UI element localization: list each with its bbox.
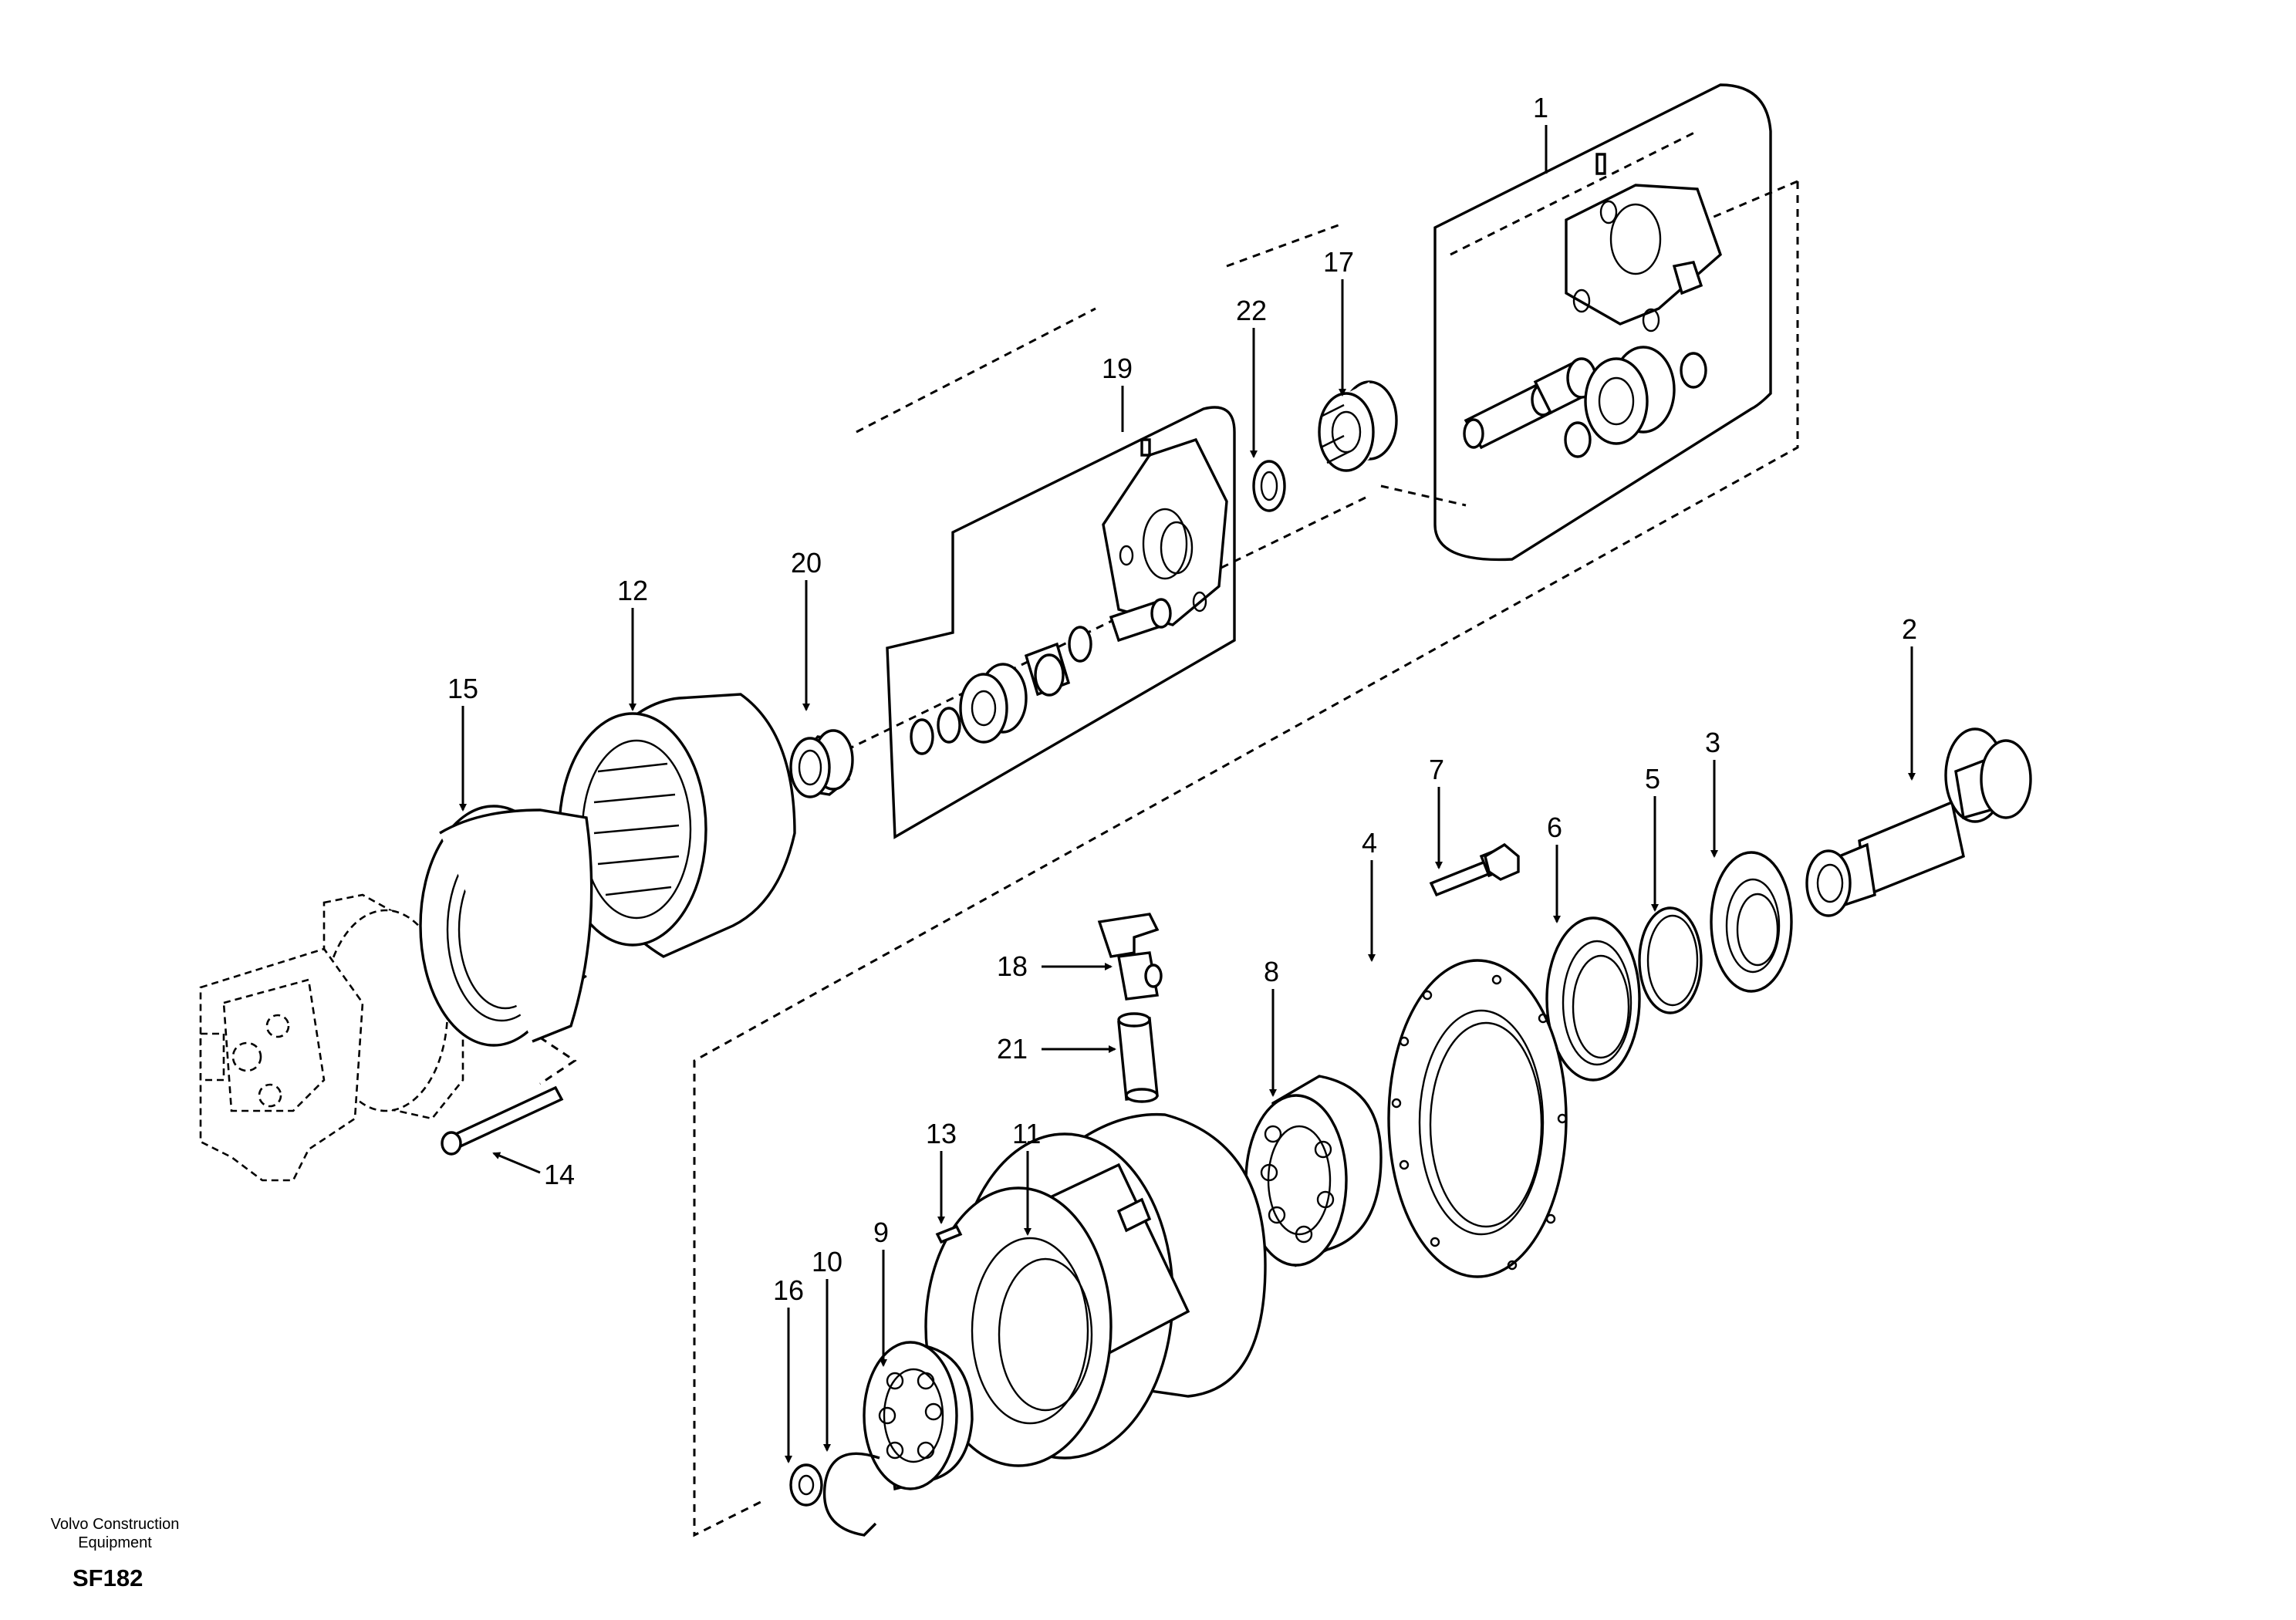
callout-19: 19 xyxy=(1102,353,1133,384)
part-2-output-shaft xyxy=(1805,727,2032,917)
callout-14: 14 xyxy=(544,1159,575,1190)
callouts: 1 17 22 19 20 12 15 2 3 5 6 7 4 8 18 21 xyxy=(447,92,1917,1463)
part-1-planetary-carrier-assembly xyxy=(1433,83,1772,562)
callout-4: 4 xyxy=(1362,827,1377,859)
part-10-snap-ring xyxy=(822,1452,880,1537)
callout-5: 5 xyxy=(1645,763,1660,795)
callout-1: 1 xyxy=(1533,92,1548,123)
part-20-sun-gear xyxy=(789,729,854,798)
callout-12: 12 xyxy=(617,575,648,606)
part-14-bolt xyxy=(441,1085,564,1156)
part-6-seal-ring xyxy=(1545,916,1641,1082)
part-19-planetary-carrier-assembly xyxy=(886,406,1236,839)
part-9-ball-bearing xyxy=(863,1341,974,1491)
part-15-flange xyxy=(419,805,593,1047)
callout-20: 20 xyxy=(791,547,822,579)
part-17-planet-gear xyxy=(1318,380,1398,472)
part-3-oil-seal xyxy=(1710,851,1793,993)
callout-15: 15 xyxy=(447,673,478,704)
brand-caption: Volvo Construction Equipment xyxy=(26,1515,204,1552)
part-16-washer xyxy=(789,1463,823,1507)
callout-7: 7 xyxy=(1429,754,1444,785)
callout-3: 3 xyxy=(1705,727,1720,758)
part-13-pin xyxy=(935,1224,963,1244)
callout-8: 8 xyxy=(1264,956,1279,987)
part-4-flange-ring xyxy=(1387,959,1568,1278)
callout-17: 17 xyxy=(1323,246,1354,278)
brand-line-1: Volvo Construction xyxy=(50,1516,180,1533)
part-12-ring-gear xyxy=(558,693,796,958)
callout-10: 10 xyxy=(812,1246,842,1277)
brand-line-2: Equipment xyxy=(78,1534,152,1551)
part-21-adapter-fitting xyxy=(1117,1012,1159,1103)
callout-2: 2 xyxy=(1902,613,1917,645)
callout-18: 18 xyxy=(997,950,1028,982)
part-18-valve xyxy=(1097,913,1163,1001)
callout-13: 13 xyxy=(926,1118,957,1149)
part-11-gear-housing xyxy=(924,1112,1267,1467)
callout-9: 9 xyxy=(873,1217,889,1248)
part-5-snap-ring xyxy=(1638,906,1703,1014)
hydraulic-motor-phantom xyxy=(199,893,464,1182)
callout-6: 6 xyxy=(1547,812,1562,843)
callout-21: 21 xyxy=(997,1033,1028,1065)
callout-11: 11 xyxy=(1012,1118,1041,1149)
diagram-code: SF182 xyxy=(73,1564,144,1591)
callout-22: 22 xyxy=(1236,295,1267,326)
callout-16: 16 xyxy=(773,1274,804,1306)
part-22-thrust-washer xyxy=(1252,460,1286,512)
part-8-roller-bearing xyxy=(1244,1075,1383,1267)
part-7-bolt xyxy=(1429,842,1520,897)
